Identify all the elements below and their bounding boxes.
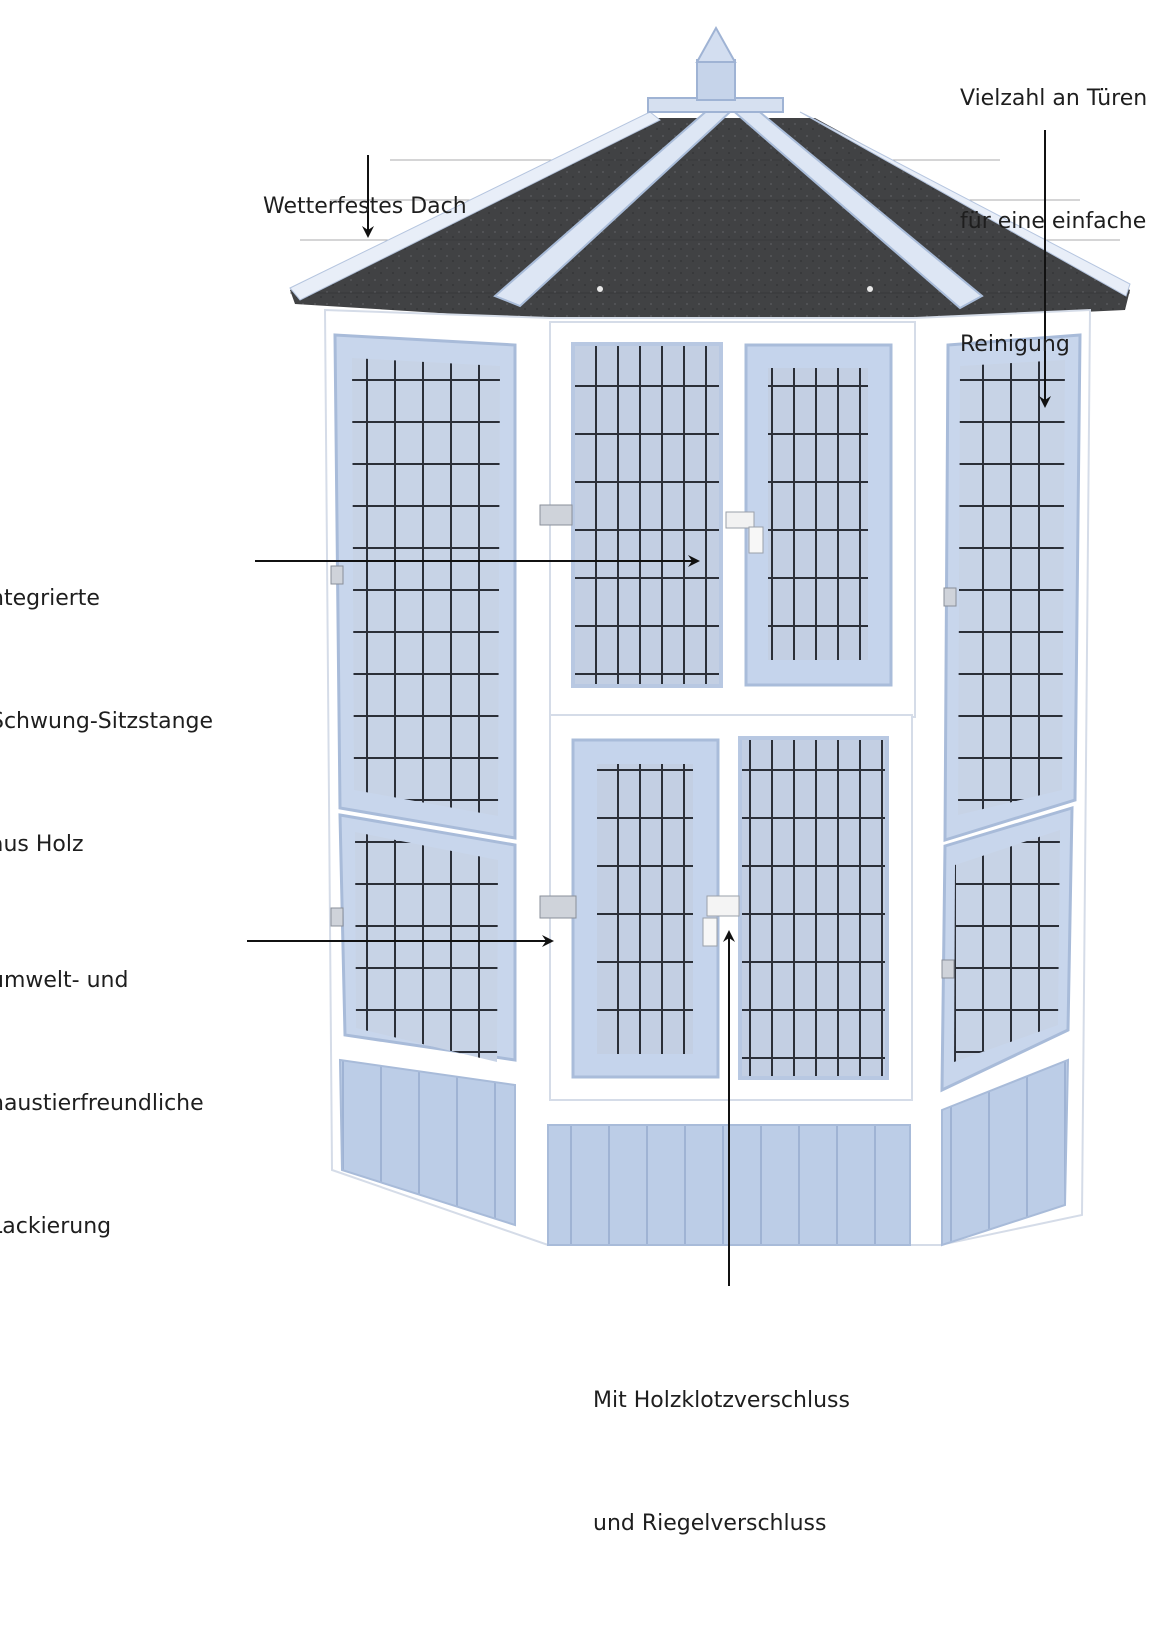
left-side-panel xyxy=(330,333,517,1227)
callout-roof: Wetterfestes Dach xyxy=(263,104,467,309)
callout-perch: ntegrierte Schwung-Sitzstange aus Holz xyxy=(0,496,213,947)
callout-roof-line-1: Wetterfestes Dach xyxy=(263,194,467,219)
callout-paint-line-3: Lackierung xyxy=(0,1214,112,1239)
callout-paint-line-1: umwelt- und xyxy=(0,968,129,993)
right-side-panel xyxy=(940,333,1082,1247)
callout-doors: Vielzahl an Türen für eine einfache Rein… xyxy=(960,0,1147,447)
callout-perch-line-2: Schwung-Sitzstange xyxy=(0,709,214,734)
roof xyxy=(289,25,1131,318)
aviary-drawing xyxy=(247,25,1131,1286)
callout-perch-line-3: aus Holz xyxy=(0,832,84,857)
callout-paint-line-2: haustierfreundliche xyxy=(0,1091,204,1116)
callout-doors-line-3: Reinigung xyxy=(960,332,1070,357)
callout-lock: Mit Holzklotzverschluss und Riegelversch… xyxy=(593,1298,850,1626)
callout-doors-line-2: für eine einfache xyxy=(960,209,1147,234)
product-illustration: Wetterfestes Dach Vielzahl an Türen für … xyxy=(0,0,1147,1536)
front-panel xyxy=(539,321,916,1246)
callout-perch-line-1: ntegrierte xyxy=(0,586,100,611)
callout-lock-line-2: und Riegelverschluss xyxy=(593,1511,827,1536)
callout-lock-line-1: Mit Holzklotzverschluss xyxy=(593,1388,850,1413)
callout-arrows xyxy=(247,130,1051,1286)
callout-doors-line-1: Vielzahl an Türen xyxy=(960,86,1148,111)
callout-paint: umwelt- und haustierfreundliche Lackieru… xyxy=(0,878,204,1329)
